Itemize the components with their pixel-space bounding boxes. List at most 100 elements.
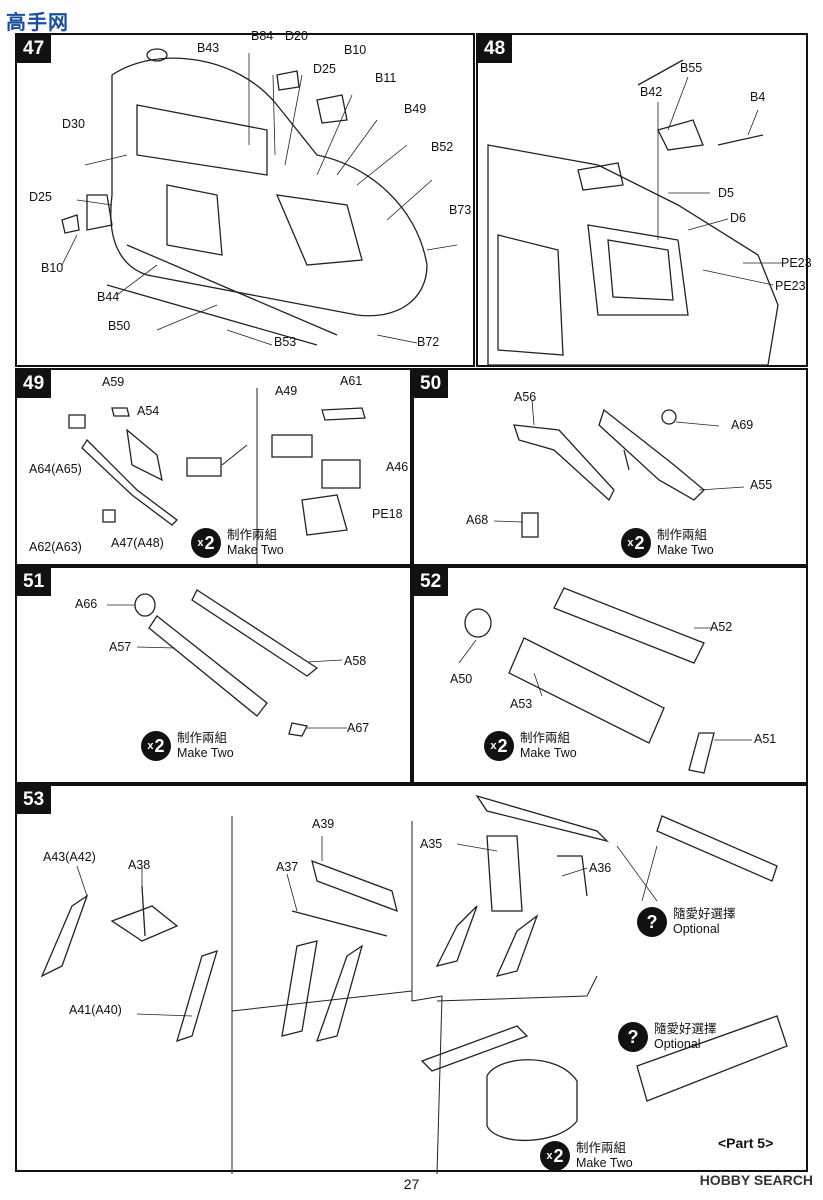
watermark: HOBBY SEARCH (699, 1172, 813, 1188)
part-label: PE23 (775, 279, 806, 293)
part-label: A54 (137, 404, 160, 418)
machine-gun-drawing (68, 388, 366, 568)
part-label: B10 (41, 261, 64, 275)
page-number: 27 (403, 1176, 420, 1192)
part-label: A67 (347, 721, 370, 735)
make-two-en: Make Two (520, 746, 577, 760)
part-label: B4 (750, 90, 766, 104)
part-label: D20 (285, 29, 308, 43)
part-label: A57 (109, 640, 132, 654)
part-label: B43 (197, 41, 220, 55)
part-label: D6 (730, 211, 746, 225)
part-label: D5 (718, 186, 734, 200)
make-two-zh: 制作兩組 (520, 731, 571, 745)
part-label: A52 (710, 620, 733, 634)
part-label: B44 (97, 290, 120, 304)
step-49-panel: 49 A59 A54 A49 A61 A64(A65) A46 PE18 A62… (15, 368, 412, 568)
part-label: B42 (640, 85, 663, 99)
part-label: A49 (275, 384, 298, 398)
weapon-mount-drawing (40, 794, 788, 1174)
part-label: A38 (128, 858, 151, 872)
cabin-roof-drawing (487, 59, 783, 366)
part-label: A36 (589, 861, 612, 875)
part-label: D25 (313, 62, 336, 76)
optional-en: Optional (673, 922, 720, 936)
part-label: A35 (420, 837, 443, 851)
part-label: B11 (375, 71, 397, 85)
step-number: 49 (17, 370, 52, 398)
part-label: A37 (276, 860, 299, 874)
question-icon: ? (618, 1022, 648, 1052)
part-label: B53 (274, 335, 297, 349)
step-number: 50 (414, 370, 449, 398)
part-label: A55 (750, 478, 773, 492)
part-label: A47(A48) (111, 536, 164, 550)
make-two-en: Make Two (177, 746, 234, 760)
part-label: B73 (449, 203, 472, 217)
part-label: A41(A40) (69, 1003, 122, 1017)
part-label: A64(A65) (29, 462, 82, 476)
rocket-pod-large-drawing (458, 587, 752, 774)
question-icon: ? (637, 907, 667, 937)
part-label: B55 (680, 61, 703, 75)
part-label: A59 (102, 375, 125, 389)
part-label: PE23 (781, 256, 812, 270)
part-label: B49 (404, 102, 427, 116)
make-two-en: Make Two (576, 1156, 633, 1170)
part-label: A56 (514, 390, 537, 404)
part-label: A51 (754, 732, 777, 746)
make-two-zh: 制作兩組 (576, 1141, 627, 1155)
helicopter-fuselage-drawing (61, 48, 458, 346)
part-label: A46 (386, 460, 409, 474)
part-label: B10 (344, 43, 367, 57)
optional-en: Optional (654, 1037, 701, 1051)
step-number: 53 (17, 786, 52, 814)
step-47-panel: 47 B43 B84 D20 B10 D25 B11 D30 B (15, 29, 475, 367)
part-label: D25 (29, 190, 52, 204)
part-label: A61 (340, 374, 363, 388)
step-number: 47 (17, 35, 52, 63)
step-53-panel: 53 (15, 784, 808, 1174)
site-logo: 高手网 (6, 10, 69, 34)
minigun-drawing (493, 399, 745, 538)
part-label: A69 (731, 418, 754, 432)
part-label: A53 (510, 697, 533, 711)
part-label: A66 (75, 597, 98, 611)
part-label: B52 (431, 140, 454, 154)
part-label: A43(A42) (43, 850, 96, 864)
part-label: A39 (312, 817, 335, 831)
part-label: D30 (62, 117, 85, 131)
part-label: PE18 (372, 507, 403, 521)
step-number: 52 (414, 568, 449, 596)
optional-zh: 隨愛好選擇 (673, 907, 736, 921)
make-two-zh: 制作兩組 (177, 731, 228, 745)
make-two-zh: 制作兩組 (657, 528, 708, 542)
part-label: B72 (417, 335, 440, 349)
make-two-en: Make Two (657, 543, 714, 557)
part-marker: <Part 5> (718, 1135, 774, 1151)
part-label: A58 (344, 654, 367, 668)
make-two-en: Make Two (227, 543, 284, 557)
step-48-panel: 48 B55 B42 B4 D5 D6 PE23 PE23 (476, 33, 812, 367)
part-label: A62(A63) (29, 540, 82, 554)
optional-zh: 隨愛好選擇 (654, 1022, 717, 1036)
part-label: A68 (466, 513, 489, 527)
part-label: A50 (450, 672, 473, 686)
part-label: B84 (251, 29, 274, 43)
step-number: 51 (17, 568, 52, 596)
